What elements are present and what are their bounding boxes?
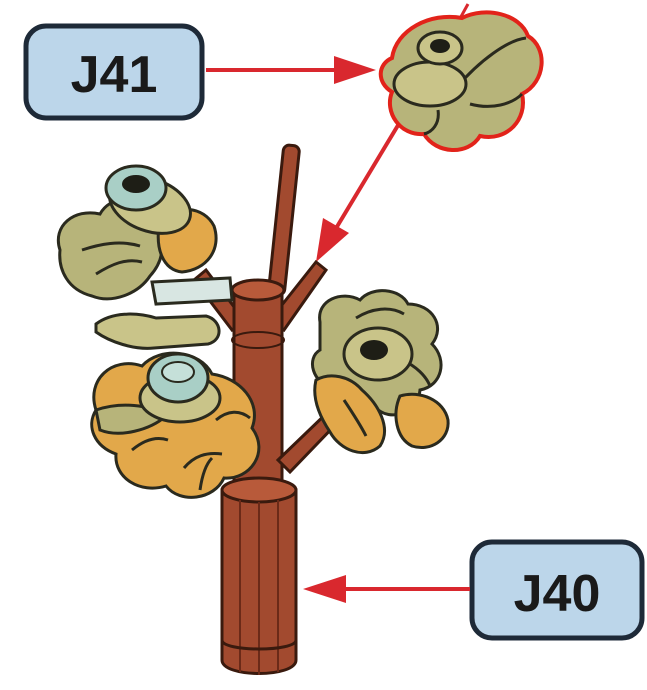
flower-mid-left xyxy=(94,276,234,350)
label-j40: J40 xyxy=(469,539,645,641)
arrow-down-left-icon xyxy=(316,110,408,262)
label-j41: J41 xyxy=(23,23,205,121)
flower-upper-left xyxy=(56,164,218,301)
arrow-right-icon xyxy=(206,56,376,84)
flower-right xyxy=(311,289,450,455)
label-j41-text: J41 xyxy=(71,46,158,104)
flower-j41 xyxy=(378,10,544,152)
flower-lower-left xyxy=(90,351,261,499)
arrow-left-icon xyxy=(303,575,470,603)
label-j40-text: J40 xyxy=(514,565,601,623)
